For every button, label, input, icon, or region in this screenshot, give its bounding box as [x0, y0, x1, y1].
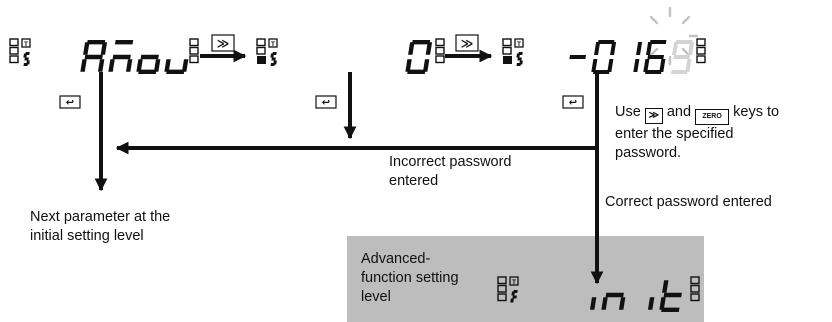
right-indicator-squares [690, 276, 700, 302]
display-panels: T T T T [9, 38, 706, 312]
prefix-character [270, 52, 277, 66]
incorrect-line2: entered [389, 173, 439, 189]
digit [659, 280, 682, 312]
advanced-level-label: Advanced- function setting level [361, 250, 459, 307]
use-keys-note: Use ≫ and ZERO keys to enter the specifi… [615, 103, 779, 163]
left-indicator-squares [502, 38, 512, 55]
incorrect-line1: Incorrect password [389, 154, 512, 170]
svg-text:↩: ↩ [66, 98, 74, 109]
display-1: T [9, 38, 199, 74]
shift-key-icon: ≫ [455, 34, 479, 52]
shift-key-icon: ≫ [211, 34, 235, 52]
digit [643, 40, 667, 74]
mode-key-icon: ↩ [315, 95, 337, 109]
left-indicator-squares [9, 38, 19, 55]
right-indicator-squares [189, 38, 199, 64]
svg-text:T: T [271, 41, 275, 48]
digit [569, 55, 587, 59]
svg-text:≫: ≫ [217, 36, 230, 50]
key-icons: ≫ ≫ ↩ ↩ ↩ [59, 34, 584, 109]
right-indicator-squares [696, 38, 706, 64]
advanced-line3: level [361, 289, 391, 305]
use-keys-line1: Use ≫ and ZERO keys to [615, 103, 779, 125]
mode-key-icon: ↩ [562, 95, 584, 109]
prefix-character [516, 52, 523, 66]
advanced-line1: Advanced- [361, 251, 431, 267]
digit [647, 297, 655, 310]
up-zero-key-icon: ZERO [695, 109, 730, 125]
prefix-character [23, 52, 30, 66]
shift-key-icon: ≫ [644, 108, 663, 124]
t-indicator-icon: T [514, 38, 524, 48]
t-indicator-icon: T [268, 38, 278, 48]
digit [80, 40, 108, 72]
blink-rays [649, 6, 699, 66]
use-keys-line3: password. [615, 145, 682, 161]
digit [164, 59, 189, 74]
svg-text:↩: ↩ [322, 98, 330, 109]
t-indicator-icon: T [21, 38, 31, 48]
digit [601, 292, 626, 310]
incorrect-password-label: Incorrect password entered [389, 153, 512, 191]
digit [405, 40, 433, 74]
digit [589, 297, 597, 310]
blinking-digit [671, 40, 695, 74]
digit [633, 42, 643, 72]
right-indicator-squares [435, 38, 445, 64]
display-4: T [497, 276, 700, 312]
advanced-level-panel [347, 236, 704, 322]
digit [591, 40, 617, 74]
svg-text:T: T [24, 41, 28, 48]
prefix-character [510, 290, 518, 303]
next-param-line2: initial setting level [30, 228, 144, 244]
active-indicator [257, 56, 266, 64]
svg-text:T: T [512, 279, 516, 286]
svg-text:T: T [517, 41, 521, 48]
active-indicator [503, 56, 512, 64]
display-3: T [502, 38, 706, 74]
svg-text:↩: ↩ [569, 98, 577, 109]
svg-text:≫: ≫ [461, 36, 474, 50]
advanced-line2: function setting [361, 270, 459, 286]
correct-password-label: Correct password entered [605, 194, 772, 210]
left-indicator-squares [256, 38, 266, 55]
next-param-line1: Next parameter at the [30, 209, 171, 225]
mode-key-icon: ↩ [59, 95, 81, 109]
digit [136, 54, 161, 74]
left-indicator-squares [497, 276, 507, 293]
flow-arrows [94, 49, 604, 285]
next-parameter-label: Next parameter at the initial setting le… [30, 208, 170, 246]
t-indicator-icon: T [509, 276, 519, 286]
use-keys-line2: enter the specified [615, 126, 734, 142]
display-2: T [256, 38, 445, 74]
digit [108, 40, 134, 72]
